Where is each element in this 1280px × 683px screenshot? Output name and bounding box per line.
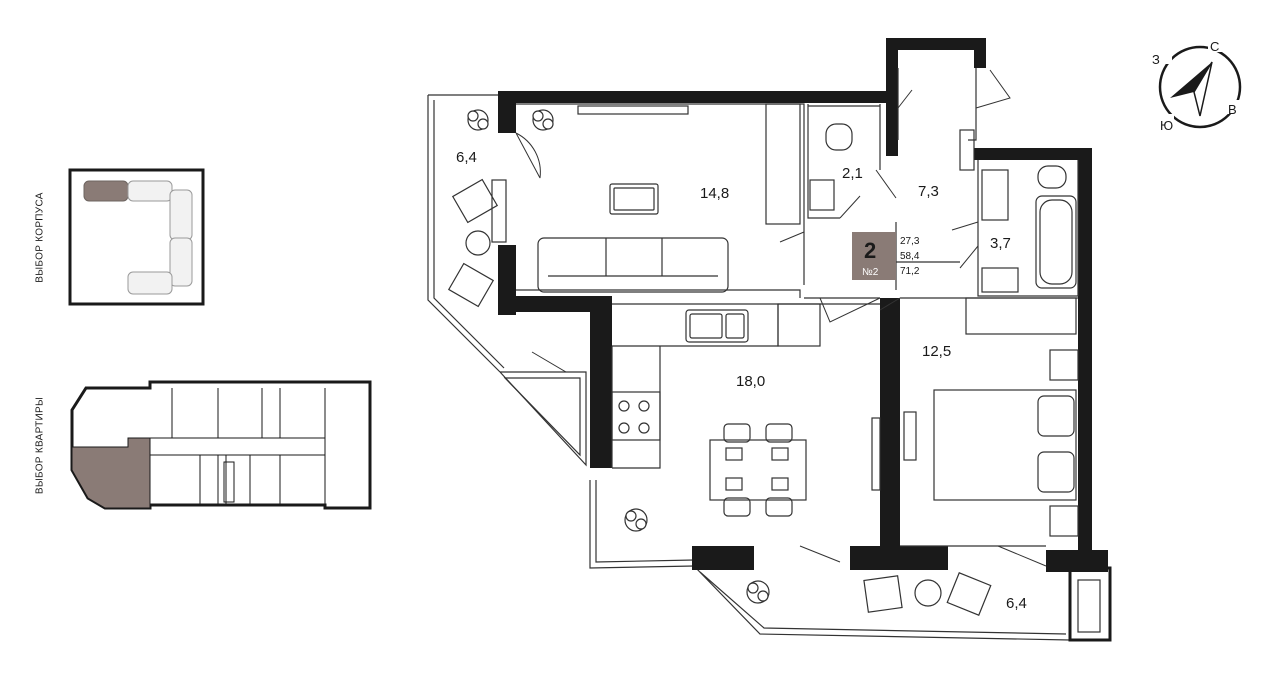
area-balcony-bottom: 6,4 (1006, 595, 1027, 612)
apartment-badge: 2 №2 27,3 58,4 71,2 (852, 232, 920, 280)
floor-plan: 6,4 14,8 2,1 7,3 3,7 12,5 18,0 6,4 2 №2 … (427, 38, 1112, 642)
area-bathroom: 3,7 (990, 235, 1011, 252)
bed (871, 395, 1075, 493)
balcony-bottom (589, 480, 1071, 641)
area-living-room: 14,8 (700, 185, 729, 202)
building-block[interactable] (127, 180, 193, 295)
walls (498, 38, 1112, 642)
stove (611, 391, 661, 441)
apartment-selector[interactable] (70, 380, 372, 510)
apartment-highlighted[interactable] (71, 437, 151, 509)
area-wc: 2,1 (842, 165, 863, 182)
compass-east: В (1228, 102, 1237, 117)
wc-fixtures (809, 123, 1067, 221)
balcony-left-furniture (447, 178, 507, 308)
compass-south: Ю (1160, 118, 1173, 133)
doors (515, 69, 1047, 567)
compass-west: З (1152, 52, 1160, 67)
badge-apartment-number: №2 (862, 267, 879, 278)
badge-area-no-balcony: 58,4 (900, 251, 920, 262)
plant-icon (467, 109, 770, 604)
sofa (537, 237, 729, 293)
badge-total-area: 71,2 (900, 266, 920, 277)
area-hall: 7,3 (918, 183, 939, 200)
area-bedroom: 12,5 (922, 343, 951, 360)
compass-north: С (1210, 39, 1219, 54)
badge-room-count: 2 (864, 238, 876, 263)
building-selector[interactable] (68, 168, 205, 306)
building-block-highlighted[interactable] (83, 180, 129, 202)
coffee-table (609, 183, 659, 215)
tv-unit (577, 105, 689, 115)
floor-partitions (150, 388, 326, 505)
badge-living-area: 27,3 (900, 236, 920, 247)
area-balcony-left: 6,4 (456, 149, 477, 166)
dining-table (709, 423, 807, 517)
area-kitchen: 18,0 (736, 373, 765, 390)
compass: З С В Ю (1152, 38, 1242, 133)
sink (685, 309, 749, 343)
balcony-left (427, 94, 587, 467)
balcony-bottom-furniture (863, 572, 1101, 633)
